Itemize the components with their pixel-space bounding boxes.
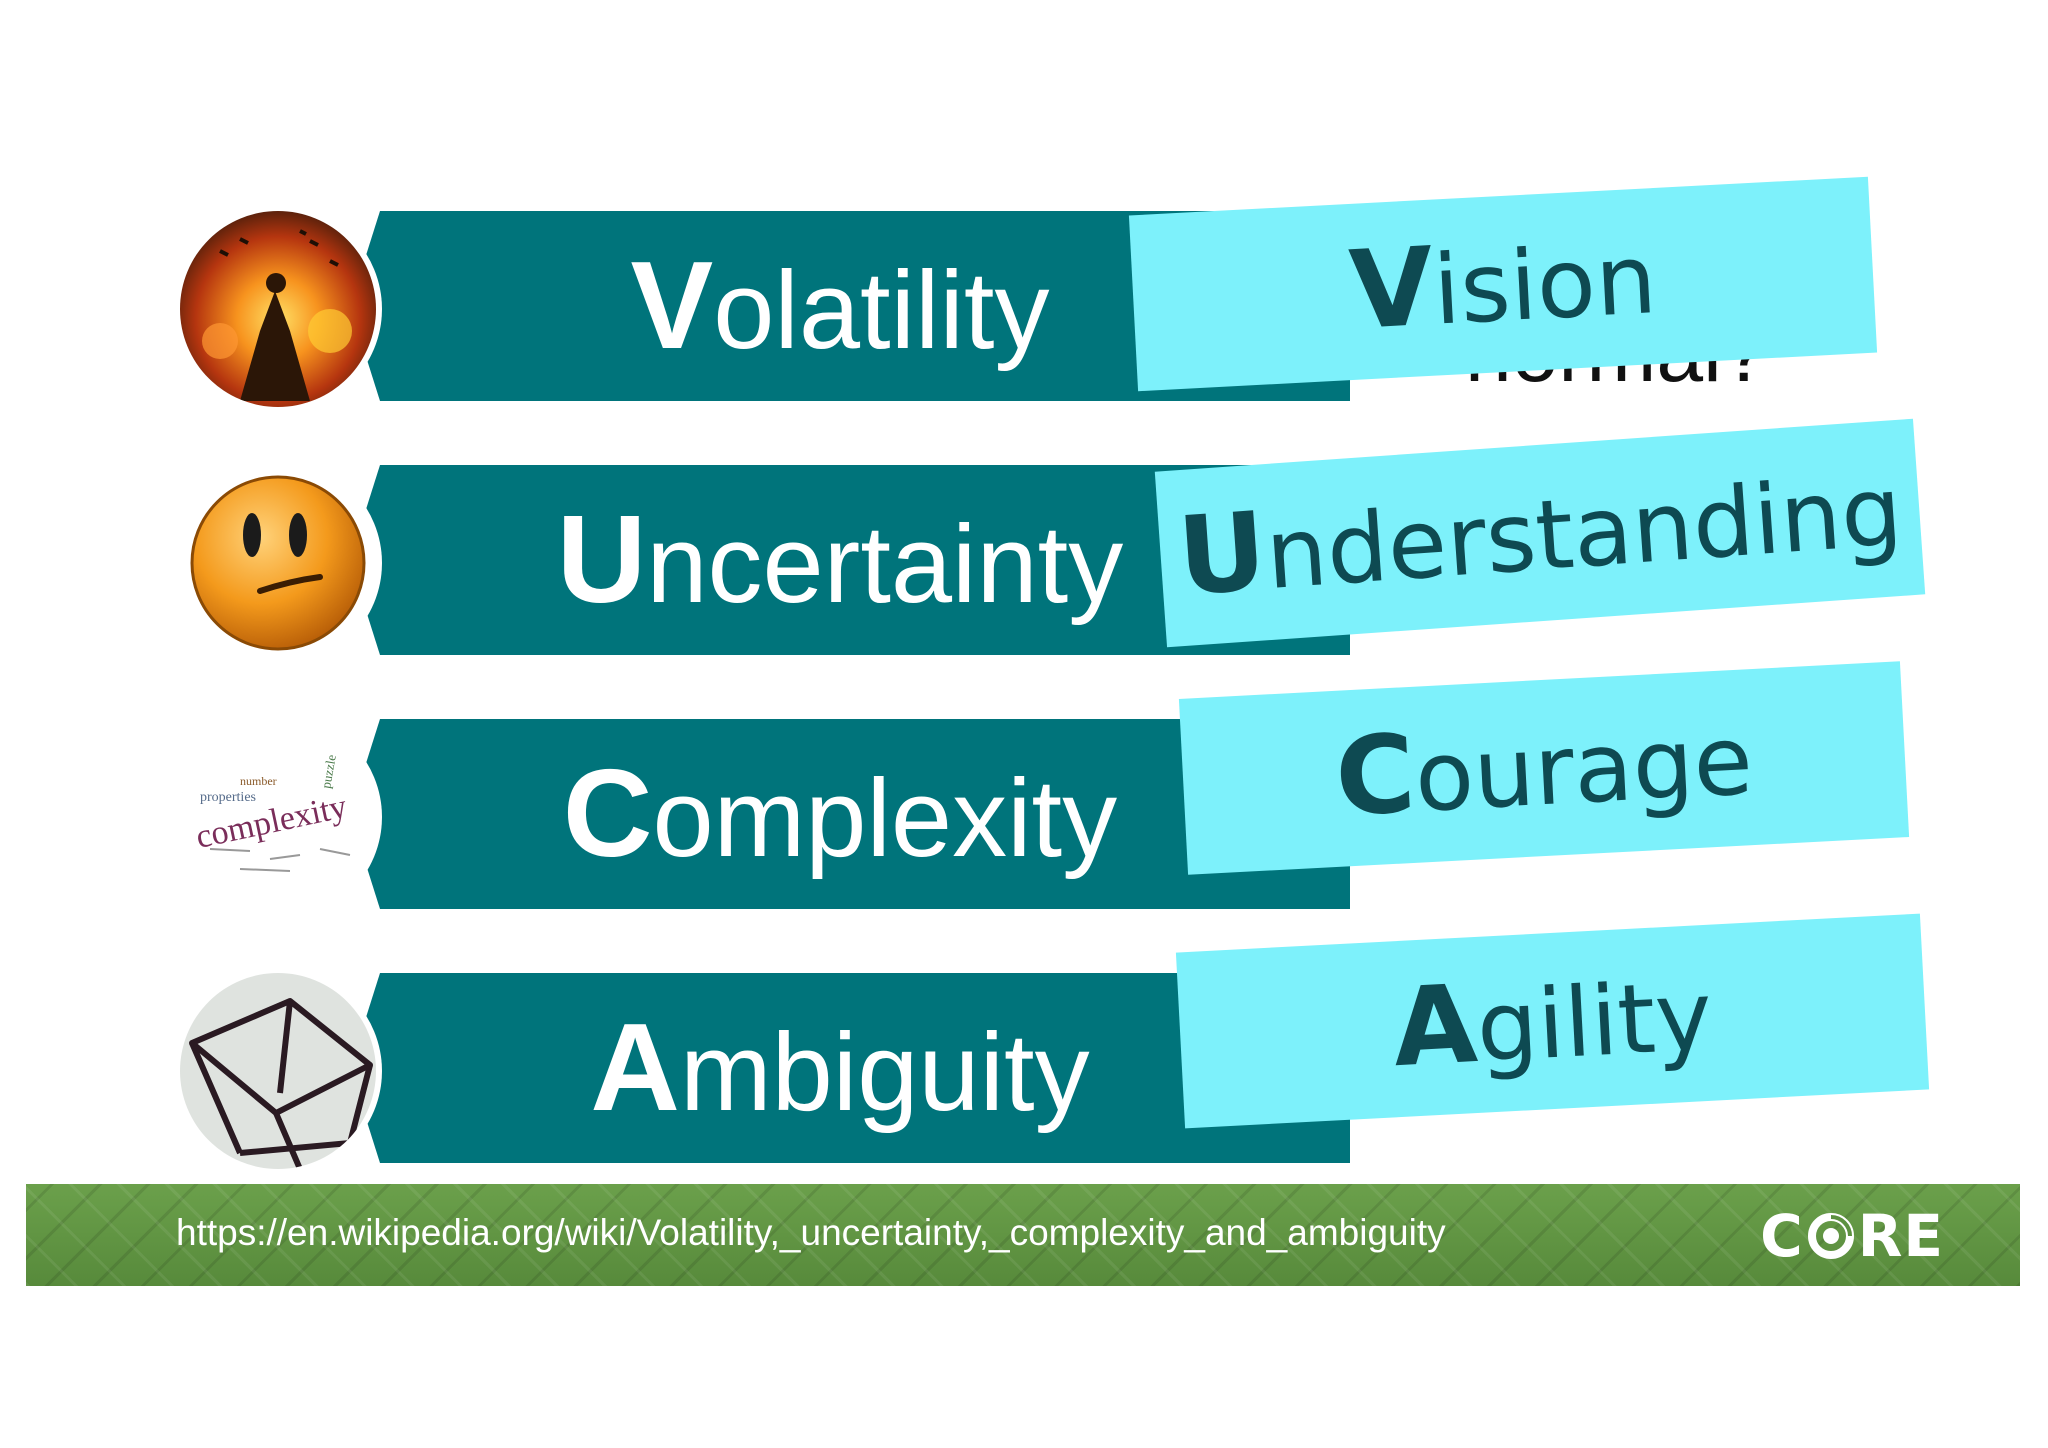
word-cap: U xyxy=(556,491,647,629)
word-rest: ncertainty xyxy=(646,503,1124,626)
note-courage: Courage xyxy=(1178,661,1910,875)
note-understanding: Understanding xyxy=(1154,418,1926,648)
footer-url-link[interactable]: https://en.wikipedia.org/wiki/Volatility… xyxy=(176,1212,1446,1253)
word-rest: mbiguity xyxy=(679,1011,1090,1134)
complexity-word-cloud-icon: complexity properties number puzzle xyxy=(180,719,376,915)
word-cap: A xyxy=(590,999,680,1137)
impossible-cube-icon xyxy=(180,973,376,1169)
word-volatility: Volatility xyxy=(520,211,1160,401)
core-ring-icon xyxy=(1807,1213,1854,1259)
word-rest: olatility xyxy=(713,249,1050,372)
note-rest: ourage xyxy=(1412,704,1756,834)
battle-fire-image-icon xyxy=(180,211,376,407)
word-uncertainty: Uncertainty xyxy=(520,465,1160,655)
cloud-word: number xyxy=(240,774,277,788)
note-cap: V xyxy=(1346,224,1437,354)
cloud-word: puzzle xyxy=(318,753,339,789)
note-cap: A xyxy=(1389,962,1480,1092)
note-agility: Agility xyxy=(1175,913,1930,1129)
note-cap: U xyxy=(1174,489,1271,621)
logo-text-post: RE xyxy=(1857,1202,1944,1270)
note-rest: gility xyxy=(1473,959,1715,1084)
word-complexity: Complexity xyxy=(520,719,1160,909)
note-cap: C xyxy=(1332,711,1419,841)
core-logo: C RE xyxy=(1760,1202,1944,1270)
note-rest: nderstanding xyxy=(1262,454,1906,612)
logo-text-pre: C xyxy=(1760,1202,1804,1270)
word-cap: V xyxy=(630,237,714,375)
cloud-word: properties xyxy=(200,790,256,805)
footer-bar: https://en.wikipedia.org/wiki/Volatility… xyxy=(26,1184,2020,1286)
word-rest: omplexity xyxy=(652,757,1118,880)
note-rest: ision xyxy=(1430,223,1660,347)
word-ambiguity: Ambiguity xyxy=(520,973,1160,1163)
word-cap: C xyxy=(562,745,653,883)
confused-face-icon xyxy=(180,465,376,661)
